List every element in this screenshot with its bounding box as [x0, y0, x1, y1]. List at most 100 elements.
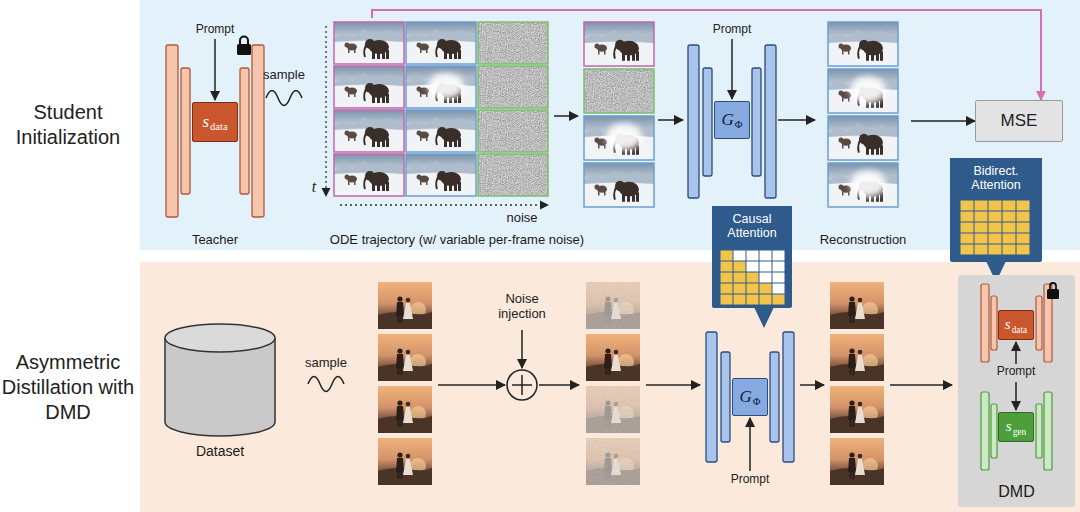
- reconstruction-frames: Reconstruction: [815, 18, 911, 248]
- node-content: Student Initialization: [0, 0, 136, 250]
- video-frames: [586, 334, 640, 381]
- node-content: DMD: [958, 483, 1075, 501]
- axis-arrow: [326, 26, 548, 205]
- sampling-label: sample: [254, 68, 314, 83]
- input-label: Prompt: [991, 365, 1041, 379]
- text-line: Bidirect. Attention: [954, 164, 1038, 193]
- ode-frames: [334, 22, 548, 196]
- video-frames: [378, 282, 432, 329]
- lock-icon: [240, 37, 248, 45]
- selected-frames: [584, 116, 654, 160]
- node-content: MSE: [976, 101, 1062, 141]
- symbol-subscript: data: [210, 121, 228, 132]
- generator-network: [770, 352, 779, 442]
- dataset-cylinder: [165, 324, 275, 352]
- flow-arrow: [646, 384, 700, 386]
- teacher-copy-network: [1036, 296, 1042, 350]
- score-box: sdata: [998, 310, 1034, 340]
- frame-border: [406, 22, 476, 64]
- flow-arrow: [215, 39, 1016, 471]
- attention-callout: Bidirect. Attention: [950, 158, 1042, 198]
- attention-callout: [733, 250, 785, 261]
- symbol-letter: G: [740, 387, 752, 406]
- lock-icon: [237, 37, 251, 56]
- attention-callout: [950, 158, 1042, 262]
- node-label: DMD: [998, 483, 1034, 500]
- video-frames: [378, 334, 432, 381]
- selected-frames: [584, 22, 654, 66]
- dataset-cylinder: Dataset: [160, 318, 280, 460]
- attention-callout: [712, 206, 792, 308]
- reconstruction-frames: [828, 22, 898, 66]
- frame-border: [478, 66, 548, 108]
- text-line: GΦ: [740, 387, 761, 408]
- dmd-box: DMDsdatasgen: [958, 275, 1075, 507]
- sum-symbol: [507, 370, 537, 400]
- selected-frames: [584, 69, 654, 113]
- generator-network: [703, 68, 712, 176]
- band-ground: [140, 0, 1080, 250]
- generator-network: [688, 45, 794, 462]
- node-content: Teacher: [162, 230, 268, 248]
- flow-arrow: [1015, 342, 1017, 364]
- attention-callout: [960, 200, 1030, 255]
- ode-frames: [334, 154, 404, 196]
- flow-connector: [372, 10, 1041, 100]
- node-label: Asymmetric Distillation with DMD: [2, 351, 134, 423]
- stage-band: Asymmetric Distillation with DMDDatasetG…: [140, 262, 1080, 512]
- frame-border: [406, 66, 476, 108]
- node-label: Dataset: [196, 443, 244, 459]
- reconstruction-frames: [828, 22, 898, 207]
- generator-network: GΦ: [704, 330, 796, 464]
- frame-border: [334, 154, 404, 196]
- reconstruction-frames: [828, 22, 898, 66]
- video-frames: [586, 386, 640, 433]
- symbol-subscript: data: [1012, 325, 1027, 335]
- input-label: Prompt: [702, 23, 762, 37]
- axis-label: t: [307, 178, 321, 196]
- teacher-network: [166, 45, 178, 217]
- flow-arrow: [438, 384, 505, 386]
- text-line: Asymmetric Distillation with DMD: [0, 350, 136, 425]
- teacher-network: [252, 45, 264, 217]
- video-frames: [830, 334, 884, 381]
- dataset-cylinder: [165, 324, 275, 436]
- score-box: sdata: [192, 102, 238, 142]
- fake-score-network: [981, 392, 989, 470]
- node-label: Teacher: [192, 232, 238, 247]
- text-line: ODE trajectory (w/ variable per-frame no…: [330, 232, 584, 247]
- node-content: GΦ: [732, 378, 768, 416]
- sample-wave: [266, 91, 302, 106]
- generator-network: [688, 45, 699, 198]
- attention-callout: [759, 272, 785, 283]
- flow-arrow: [1015, 382, 1017, 410]
- teacher-network: [181, 68, 190, 194]
- ode-frames: [478, 110, 548, 152]
- node-content: sdata: [193, 103, 237, 141]
- generator-network: [721, 352, 730, 442]
- selected-frames: [584, 116, 654, 160]
- attention-callout: [772, 283, 785, 294]
- flow-arrow: [890, 384, 952, 386]
- ode-frames: [478, 66, 548, 108]
- fake-score-network: [991, 404, 997, 458]
- frame-border: [334, 22, 548, 196]
- symbol-letter: s: [1006, 418, 1012, 434]
- attention-callout: Causal Attention: [712, 206, 792, 246]
- video-frames: [378, 438, 432, 485]
- node-content: sdata: [999, 311, 1033, 339]
- node-label: MSE: [1001, 111, 1038, 130]
- flow-arrow: [749, 418, 751, 471]
- dmd-panel: [958, 275, 1075, 507]
- generator-network: [706, 332, 717, 462]
- node-content: GΦ: [714, 101, 750, 139]
- video-frames: [586, 438, 640, 485]
- video-frames: [830, 438, 884, 485]
- flow-connector: [911, 120, 975, 122]
- reconstruction-frames: [828, 116, 898, 160]
- fake-score-network: [1044, 392, 1052, 470]
- text-line: sdata: [202, 112, 227, 133]
- ode-frames: [334, 22, 404, 64]
- node-label: Bidirect. Attention: [971, 164, 1020, 192]
